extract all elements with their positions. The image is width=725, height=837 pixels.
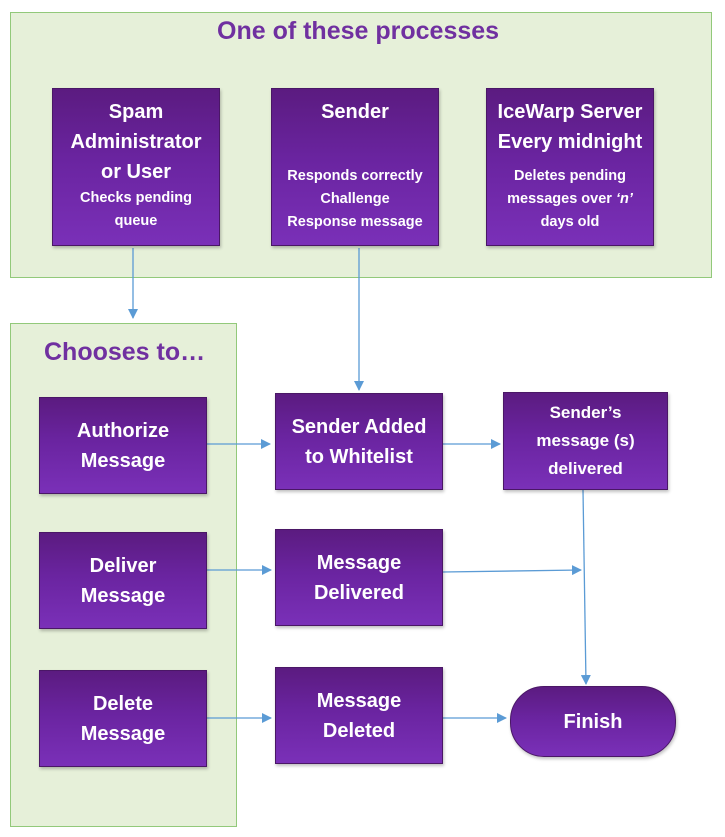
result-delivered-label: Message Delivered (313, 551, 405, 604)
process-icewarp-desc-post: days old (540, 214, 600, 230)
result-message-delivered: Message Delivered (275, 529, 443, 626)
process-icewarp-desc-pre: Deletes pending messages over (507, 168, 626, 207)
result-message-deleted: Message Deleted (275, 667, 443, 764)
finish-label: Finish (563, 710, 623, 733)
choice-deliver-message: Deliver Message (39, 532, 207, 629)
process-spam-admin: Spam Administrator or User Checks pendin… (52, 88, 220, 246)
choice-delete-message: Delete Message (39, 670, 207, 767)
result-whitelist-label: Sender Added to Whitelist (291, 415, 427, 468)
process-icewarp-server: IceWarp Server Every midnight Deletes pe… (486, 88, 654, 246)
choice-authorize-message: Authorize Message (39, 397, 207, 494)
process-sender-desc: Responds correctly Challenge Response me… (287, 168, 423, 230)
result-sender-added-whitelist: Sender Added to Whitelist (275, 393, 443, 490)
process-sender: Sender Responds correctly Challenge Resp… (271, 88, 439, 246)
processes-panel-title: One of these processes (217, 17, 500, 45)
sender-message-delivered-label: Sender’s message (s) delivered (536, 403, 635, 478)
process-spam-admin-desc: Checks pending queue (80, 190, 192, 229)
choice-authorize-label: Authorize Message (76, 419, 170, 472)
finish-terminal: Finish (510, 686, 676, 757)
arrow-message-delivered-to-junction (442, 565, 582, 576)
choice-delete-label: Delete Message (80, 692, 166, 745)
arrow-delivered-to-finish (580, 489, 591, 685)
process-spam-admin-title: Spam Administrator or User (70, 101, 202, 183)
sender-message-delivered: Sender’s message (s) delivered (503, 392, 668, 490)
choice-deliver-label: Deliver Message (80, 554, 166, 607)
choices-panel-title: Chooses to… (44, 338, 206, 366)
process-icewarp-desc: Deletes pending messages over ‘n’ days o… (507, 165, 633, 234)
process-icewarp-desc-n: ‘n’ (615, 191, 633, 207)
process-icewarp-title: IceWarp Server Every midnight (497, 101, 643, 153)
process-sender-title: Sender (321, 101, 389, 123)
result-deleted-label: Message Deleted (316, 689, 402, 742)
